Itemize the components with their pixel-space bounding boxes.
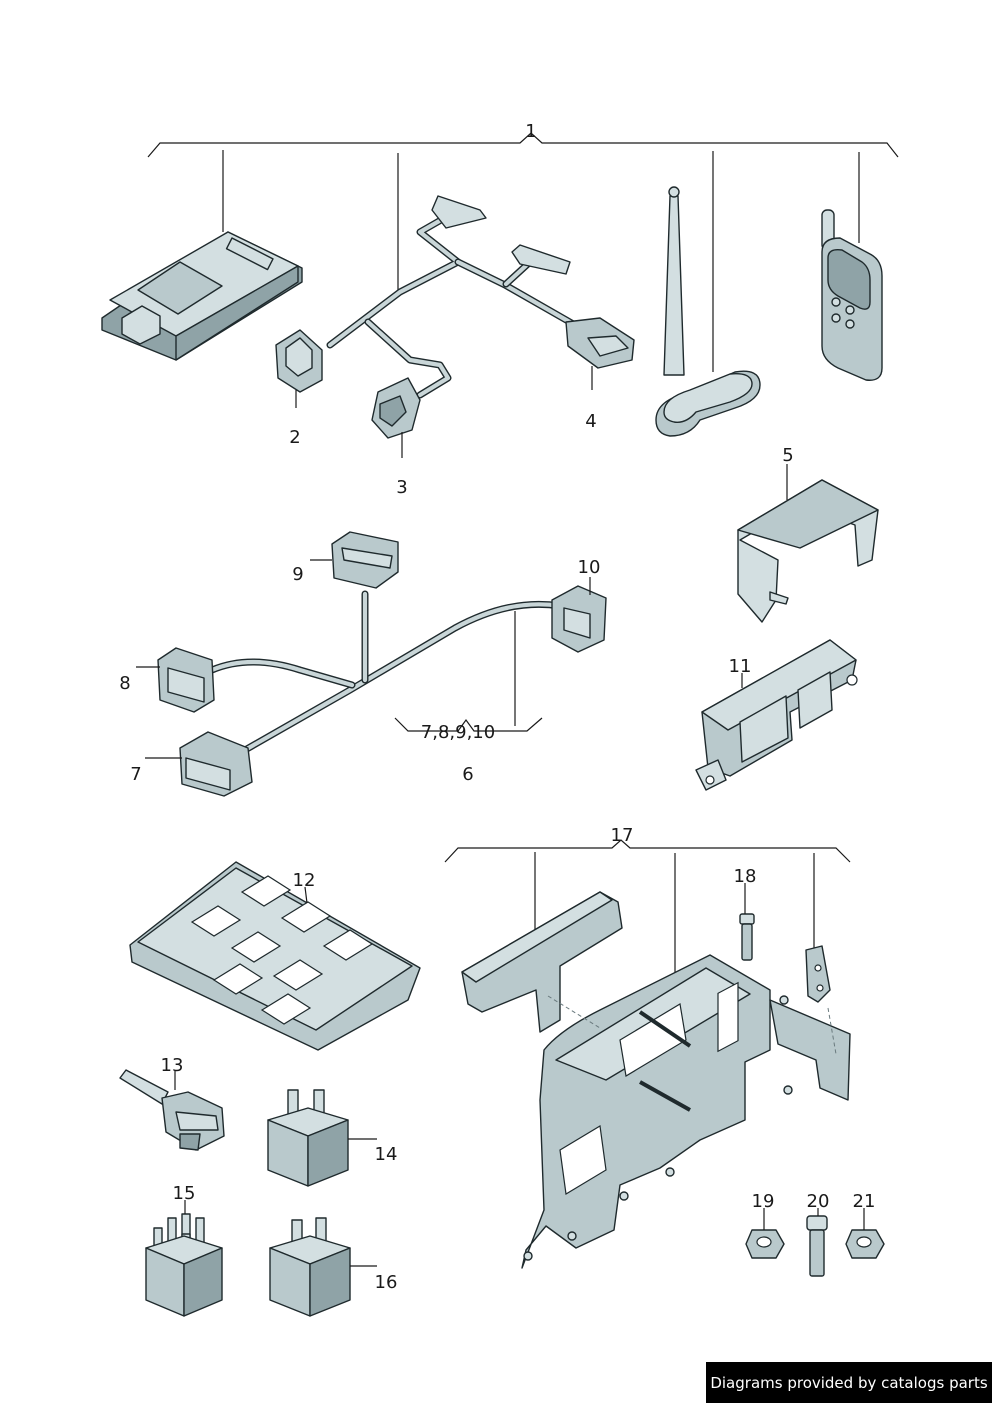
relay-carrier-11: 11 — [695, 639, 858, 791]
control-unit — [101, 231, 303, 361]
switch-13: 13 — [119, 1055, 225, 1151]
nut-21: 21 — [845, 1191, 885, 1259]
label-17: 17 — [611, 825, 634, 846]
label-16: 16 — [375, 1272, 398, 1293]
label-20: 20 — [807, 1191, 830, 1212]
relay-14: 14 — [267, 1089, 398, 1187]
label-9: 9 — [292, 564, 303, 585]
label-18: 18 — [734, 866, 757, 887]
label-13: 13 — [161, 1055, 184, 1076]
label-2: 2 — [289, 427, 300, 448]
label-21: 21 — [853, 1191, 876, 1212]
mounting-frame — [461, 891, 851, 1269]
wiring-harness-1: 2 3 4 — [275, 195, 635, 498]
label-11: 11 — [729, 656, 752, 677]
bolt-18: 18 — [734, 866, 757, 961]
label-12: 12 — [293, 870, 316, 891]
label-10: 10 — [578, 557, 601, 578]
shield-bracket-5: 5 — [737, 445, 879, 623]
label-1: 1 — [525, 121, 536, 142]
relay-16: 16 — [269, 1217, 398, 1317]
relay-15: 15 — [145, 1183, 223, 1317]
wiring-harness-6: 9 10 8 7 7,8,9,10 6 — [119, 531, 607, 797]
nut-19: 19 — [745, 1191, 785, 1259]
label-3: 3 — [396, 477, 407, 498]
label-7: 7 — [130, 764, 141, 785]
group-6-members: 7,8,9,10 — [421, 722, 495, 743]
label-15: 15 — [173, 1183, 196, 1204]
label-5: 5 — [782, 445, 793, 466]
attribution-footer: Diagrams provided by catalogs parts — [706, 1362, 992, 1403]
remote-control — [821, 209, 883, 381]
label-6: 6 — [462, 764, 473, 785]
label-19: 19 — [752, 1191, 775, 1212]
relay-plate-12: 12 — [129, 861, 421, 1051]
bolt-20: 20 — [806, 1191, 830, 1277]
group-1-bracket: 1 — [147, 121, 899, 372]
label-8: 8 — [119, 673, 130, 694]
label-4: 4 — [585, 411, 596, 432]
label-14: 14 — [375, 1144, 398, 1165]
antenna — [655, 186, 761, 437]
